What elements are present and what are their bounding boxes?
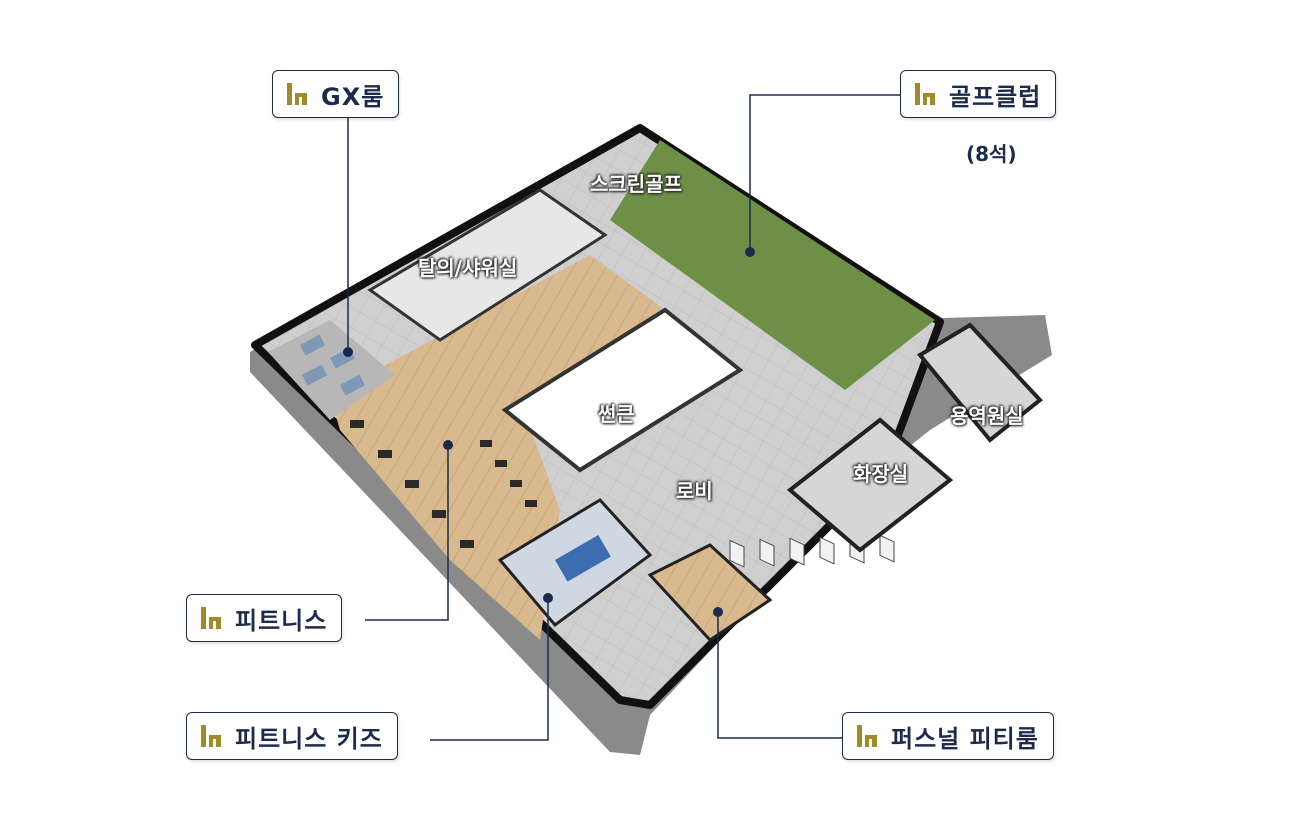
callout-pt: 퍼스널 피티룸: [842, 712, 1054, 760]
leader-lines: [347, 94, 900, 741]
callout-fitness: 피트니스: [186, 594, 343, 642]
label-locker: 탈의/샤워실: [418, 256, 518, 280]
brand-logo-icon: [201, 725, 221, 747]
callout-kids-text: 피트니스 키즈: [235, 724, 383, 753]
callout-gx-text: GX룸: [321, 82, 385, 111]
locker-area: [367, 188, 608, 342]
callout-golf-text: 골프클럽: [949, 82, 1042, 111]
leader-pt: [717, 612, 842, 739]
label-staff: 용역원실: [950, 404, 1024, 428]
leader-kids: [430, 598, 549, 741]
restroom-area: [786, 417, 954, 553]
leader-golf: [749, 94, 900, 252]
callout-golf-subtitle: (8석): [966, 142, 1017, 166]
sunken-courtyard: [501, 307, 744, 473]
label-restroom: 화장실: [853, 462, 909, 486]
label-screen-golf: 스크린골프: [590, 172, 682, 196]
gx-room-floor: [268, 320, 395, 420]
fitness-floor: [330, 255, 665, 640]
callout-golf: 골프클럽: [900, 70, 1057, 118]
staff-room-area: [916, 322, 1043, 443]
brand-logo-icon: [201, 607, 221, 629]
fitness-machines: [350, 420, 537, 548]
callout-pt-text: 퍼스널 피티룸: [891, 724, 1039, 753]
label-sunken: 썬큰: [598, 402, 635, 426]
callout-gx: GX룸: [272, 70, 400, 118]
leader-dots: [343, 247, 755, 617]
callout-kids: 피트니스 키즈: [186, 712, 398, 760]
brand-logo-icon: [287, 83, 307, 105]
kids-pool: [555, 535, 611, 582]
pt-room-area: [647, 543, 773, 642]
leader-fitness: [365, 445, 449, 621]
brand-logo-icon: [857, 725, 877, 747]
callout-fitness-text: 피트니스: [235, 606, 328, 635]
brand-logo-icon: [915, 83, 935, 105]
label-lobby: 로비: [676, 479, 713, 503]
golf-green: [610, 140, 935, 390]
